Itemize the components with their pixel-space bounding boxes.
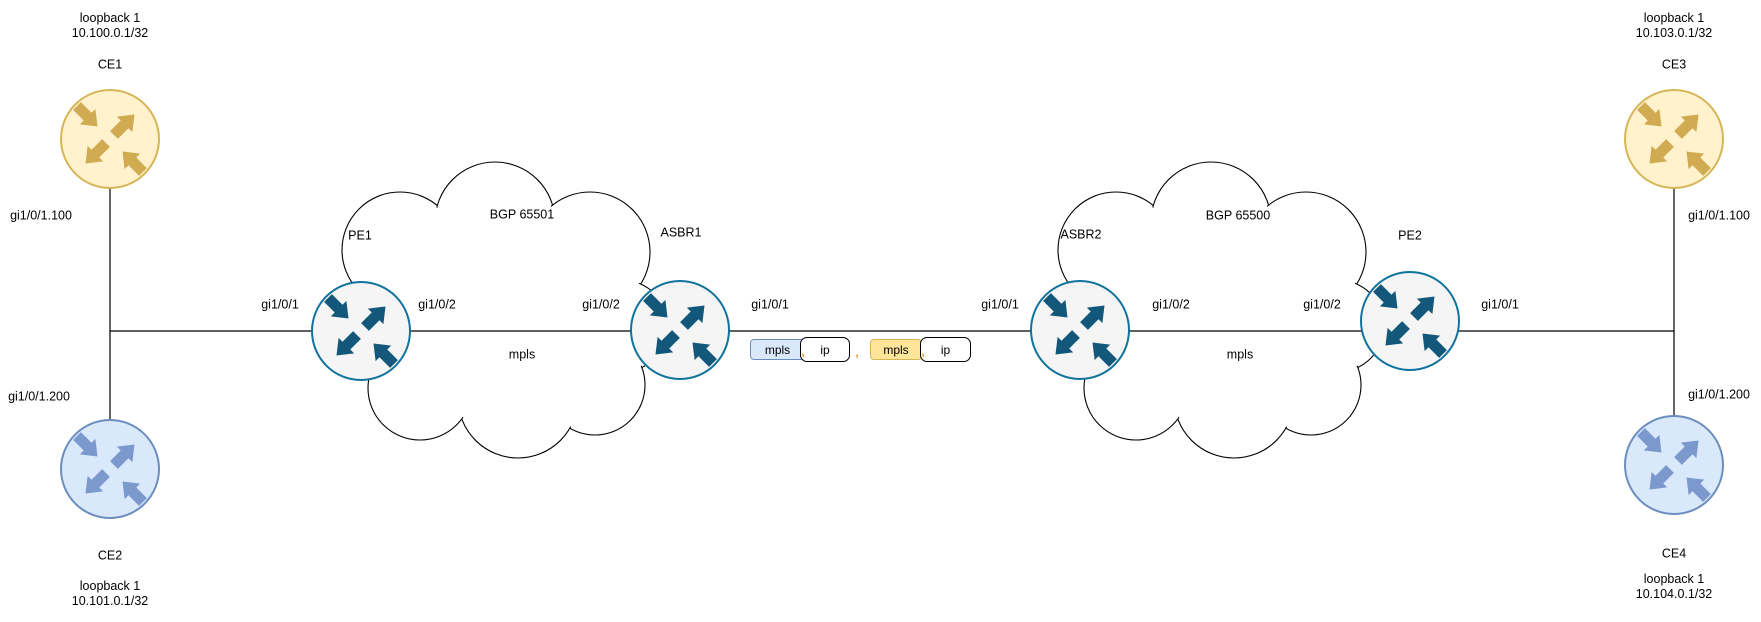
stack-left-mpls-badge: mpls (750, 339, 805, 360)
ce4-loopback-label: loopback 1 10.104.0.1/32 (1636, 572, 1712, 602)
router-ce1 (60, 89, 160, 189)
cloud-left-label: BGP 65501 (489, 207, 555, 222)
ce2-name-label: CE2 (97, 548, 123, 563)
ce2-loopback-label: loopback 1 10.101.0.1/32 (72, 579, 148, 609)
ce2-loopback-ip: 10.101.0.1/32 (71, 594, 149, 608)
asbr1-name-label: ASBR1 (660, 225, 702, 240)
stack-left-ip-badge: ip (800, 337, 850, 362)
cloud-left-transport-label: mpls (508, 347, 536, 362)
router-asbr2 (1030, 280, 1130, 380)
ce1-interface-label: gi1/0/1.100 (10, 208, 72, 223)
ce1-loopback-label: loopback 1 10.100.0.1/32 (72, 11, 148, 41)
ce4-name-label: CE4 (1661, 546, 1687, 561)
asbr2-name-label: ASBR2 (1060, 227, 1102, 242)
stack-separator-comma: , (801, 343, 805, 359)
ce1-name-label: CE1 (97, 57, 123, 72)
ce3-loopback-label: loopback 1 10.103.0.1/32 (1636, 11, 1712, 41)
ce2-interface-label: gi1/0/1.200 (8, 389, 70, 404)
pe2-if-right-label: gi1/0/1 (1481, 297, 1519, 312)
router-ce3 (1624, 89, 1724, 189)
ce4-loopback-title: loopback 1 (1643, 572, 1705, 586)
asbr1-if-right-label: gi1/0/1 (751, 297, 789, 312)
ce3-interface-label: gi1/0/1.100 (1688, 208, 1750, 223)
ce3-loopback-ip: 10.103.0.1/32 (1635, 26, 1713, 40)
pe1-name-label: PE1 (348, 228, 372, 243)
router-pe2 (1360, 271, 1460, 371)
ce1-loopback-title: loopback 1 (79, 11, 141, 25)
pe1-if-left-label: gi1/0/1 (261, 297, 299, 312)
ce4-interface-label: gi1/0/1.200 (1688, 387, 1750, 402)
ce1-loopback-ip: 10.100.0.1/32 (71, 26, 149, 40)
router-ce2 (60, 419, 160, 519)
pe1-if-right-label: gi1/0/2 (418, 297, 456, 312)
cloud-right-transport-label: mpls (1226, 347, 1254, 362)
ce3-loopback-title: loopback 1 (1643, 11, 1705, 25)
stack-separator-comma: , (921, 343, 925, 359)
stack-separator-comma: , (855, 344, 859, 360)
stack-right-mpls-badge: mpls (870, 339, 922, 360)
ce3-name-label: CE3 (1661, 57, 1687, 72)
cloud-right-label: BGP 65500 (1205, 208, 1271, 223)
ce4-loopback-ip: 10.104.0.1/32 (1635, 587, 1713, 601)
router-pe1 (311, 281, 411, 381)
asbr1-if-left-label: gi1/0/2 (582, 297, 620, 312)
pe2-if-left-label: gi1/0/2 (1303, 297, 1341, 312)
stack-right-ip-badge: ip (920, 337, 971, 362)
asbr2-if-right-label: gi1/0/2 (1152, 297, 1190, 312)
pe2-name-label: PE2 (1398, 228, 1422, 243)
router-ce4 (1624, 415, 1724, 515)
router-asbr1 (630, 280, 730, 380)
ce2-loopback-title: loopback 1 (79, 579, 141, 593)
asbr2-if-left-label: gi1/0/1 (981, 297, 1019, 312)
